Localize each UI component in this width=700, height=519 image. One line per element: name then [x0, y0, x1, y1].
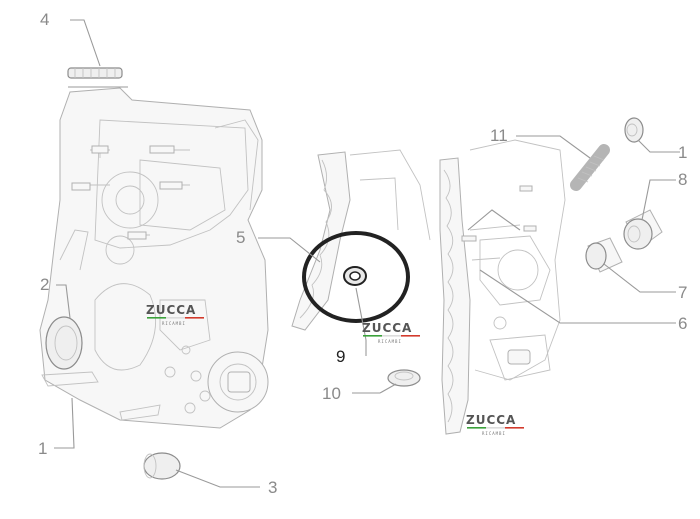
callout-1-right: 1: [678, 143, 687, 162]
callout-6: 6: [678, 314, 687, 333]
sleeve-part-7: [585, 237, 623, 273]
cap-part-1-right: [624, 117, 644, 143]
oil-seal-part-9: [343, 266, 367, 286]
logo-brand-left: ZUCCA: [146, 303, 196, 317]
piston-part-8: [623, 209, 663, 250]
callout-labels: 4 2 1 3 5 9 10 11 1 8 7 6: [38, 10, 687, 497]
logo-brand-right: ZUCCA: [466, 413, 516, 427]
callout-3: 3: [268, 478, 277, 497]
zucca-logo-left: ZUCCA RICAMBI: [146, 303, 204, 326]
callout-4: 4: [40, 10, 49, 29]
callout-9: 9: [336, 347, 345, 366]
logo-sub-middle: RICAMBI: [378, 339, 402, 344]
spring-part-11: [570, 144, 610, 191]
callout-7: 7: [678, 283, 687, 302]
callout-8: 8: [678, 170, 687, 189]
callout-10: 10: [322, 384, 341, 403]
leader-lines: [54, 19, 680, 488]
callout-5: 5: [236, 228, 245, 247]
timing-cover-assembly: [39, 87, 269, 429]
callout-2: 2: [40, 275, 49, 294]
zucca-logo-right: ZUCCA RICAMBI: [466, 413, 524, 436]
dowel-pin-part: [67, 67, 128, 88]
logo-sub-right: RICAMBI: [482, 431, 506, 436]
zucca-logo-middle: ZUCCA RICAMBI: [362, 321, 420, 344]
bushing-part: [143, 452, 181, 480]
seal-part-10: [387, 369, 421, 387]
logo-brand-middle: ZUCCA: [362, 321, 412, 335]
callout-1-left: 1: [38, 439, 47, 458]
logo-sub-left: RICAMBI: [162, 321, 186, 326]
callout-11: 11: [490, 126, 508, 145]
chain-tensioner-assembly: [439, 139, 566, 435]
highlight-ring: [302, 231, 410, 323]
